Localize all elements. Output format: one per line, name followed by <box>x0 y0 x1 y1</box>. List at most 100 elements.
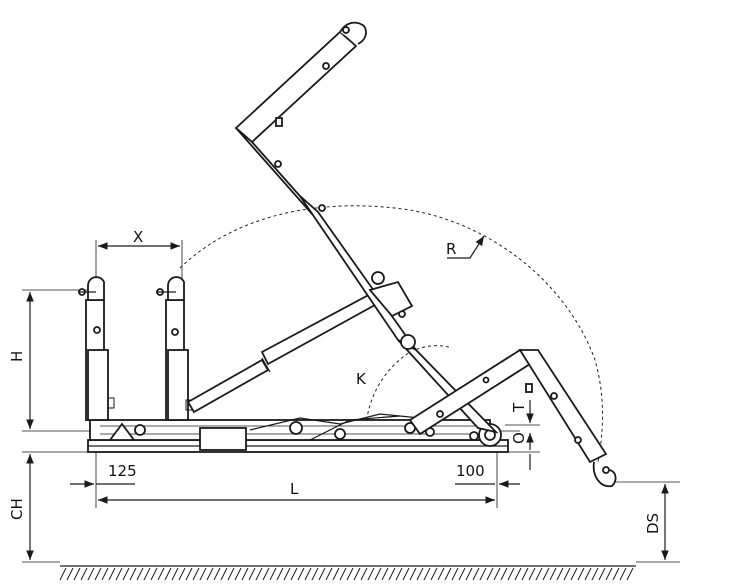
hatch-mark <box>584 567 592 581</box>
hatch-mark <box>437 567 445 581</box>
hatch-mark <box>178 567 186 581</box>
hatch-mark <box>423 567 431 581</box>
hatch-mark <box>80 567 88 581</box>
dim-r-leader <box>447 235 485 259</box>
hatch-mark <box>395 567 403 581</box>
hatch-mark <box>353 567 361 581</box>
hatch-mark <box>514 567 522 581</box>
hatch-mark <box>346 567 354 581</box>
reference-lines <box>22 240 680 563</box>
ground-hatch <box>59 565 636 581</box>
main-cylinder <box>186 288 386 414</box>
hatch-mark <box>430 567 438 581</box>
radius-arc-r <box>179 205 604 463</box>
hatch-mark <box>598 567 606 581</box>
hatch-mark <box>66 567 74 581</box>
hatch-mark <box>563 567 571 581</box>
hatch-mark <box>626 567 634 581</box>
hatch-mark <box>605 567 613 581</box>
hatch-mark <box>129 567 137 581</box>
hatch-mark <box>388 567 396 581</box>
hatch-mark <box>416 567 424 581</box>
hatch-mark <box>59 567 67 581</box>
label-h: H <box>8 351 26 362</box>
hatch-mark <box>535 567 543 581</box>
label-ds: DS <box>644 513 662 534</box>
hatch-mark <box>521 567 529 581</box>
hatch-mark <box>381 567 389 581</box>
hatch-mark <box>87 567 95 581</box>
valve-block <box>199 427 247 451</box>
hatch-mark <box>458 567 466 581</box>
hatch-mark <box>206 567 214 581</box>
hatch-mark <box>367 567 375 581</box>
hatch-mark <box>185 567 193 581</box>
hatch-mark <box>108 567 116 581</box>
hatch-mark <box>409 567 417 581</box>
hatch-mark <box>171 567 179 581</box>
hatch-mark <box>612 567 620 581</box>
hatch-mark <box>101 567 109 581</box>
label-100: 100 <box>456 462 485 480</box>
hatch-mark <box>374 567 382 581</box>
hatch-mark <box>255 567 263 581</box>
hatch-mark <box>213 567 221 581</box>
hatch-mark <box>248 567 256 581</box>
hatch-mark <box>311 567 319 581</box>
hatch-mark <box>150 567 158 581</box>
hatch-mark <box>570 567 578 581</box>
hatch-mark <box>360 567 368 581</box>
label-ch: CH <box>8 498 26 520</box>
hatch-mark <box>304 567 312 581</box>
hatch-mark <box>283 567 291 581</box>
hatch-mark <box>318 567 326 581</box>
subframe <box>87 413 509 453</box>
dimension-labels: X H R K T O 125 100 L CH DS <box>8 228 662 534</box>
hatch-mark <box>262 567 270 581</box>
hatch-mark <box>528 567 536 581</box>
hook-arm-raised <box>234 21 499 434</box>
hatch-mark <box>290 567 298 581</box>
hatch-mark <box>234 567 242 581</box>
hatch-mark <box>122 567 130 581</box>
hatch-mark <box>500 567 508 581</box>
hatch-mark <box>339 567 347 581</box>
hatch-mark <box>241 567 249 581</box>
hatch-mark <box>549 567 557 581</box>
hatch-mark <box>332 567 340 581</box>
hatch-mark <box>276 567 284 581</box>
label-l: L <box>290 480 299 498</box>
hatch-mark <box>73 567 81 581</box>
arm-pivot-upper <box>371 271 385 285</box>
hatch-mark <box>591 567 599 581</box>
hatch-mark <box>157 567 165 581</box>
hook-arm-tipped <box>408 348 617 488</box>
hatch-mark <box>577 567 585 581</box>
hatch-mark <box>199 567 207 581</box>
dimension-lines <box>26 235 669 560</box>
hatch-mark <box>269 567 277 581</box>
hatch-mark <box>164 567 172 581</box>
label-x: X <box>133 228 143 246</box>
hatch-mark <box>479 567 487 581</box>
hatch-mark <box>143 567 151 581</box>
hatch-mark <box>94 567 102 581</box>
hatch-mark <box>325 567 333 581</box>
hatch-mark <box>451 567 459 581</box>
label-o: O <box>510 432 528 444</box>
hatch-mark <box>493 567 501 581</box>
hatch-mark <box>136 567 144 581</box>
hatch-mark <box>619 567 627 581</box>
hook-arm-transport <box>78 276 193 421</box>
hatch-mark <box>192 567 200 581</box>
hatch-mark <box>220 567 228 581</box>
swing-arcs <box>179 205 604 463</box>
hatch-mark <box>297 567 305 581</box>
hatch-mark <box>402 567 410 581</box>
angle-arc-k <box>365 345 453 433</box>
label-r: R <box>446 240 456 258</box>
hatch-mark <box>556 567 564 581</box>
arm-pivot-lower <box>400 334 416 350</box>
hatch-mark <box>444 567 452 581</box>
